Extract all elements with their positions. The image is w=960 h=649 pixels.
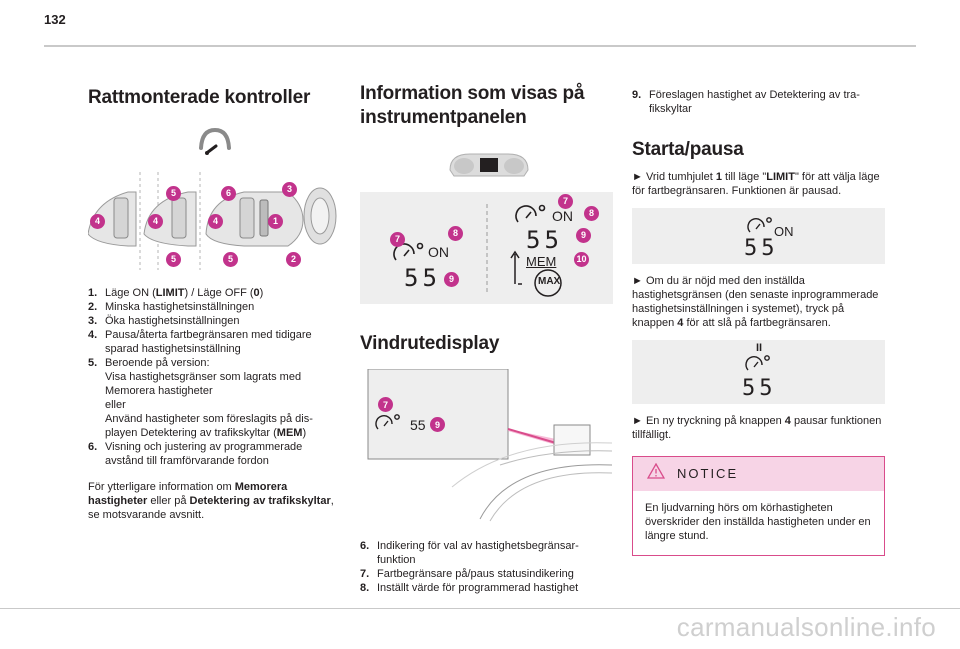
badge-4-b: 4 — [148, 213, 163, 229]
hud-speed: 55 — [410, 417, 426, 434]
right-column: 9. Föreslagen hastighet av Detektering a… — [632, 70, 887, 556]
fig1-speed: 55 — [744, 235, 779, 261]
list-item: 2. Minska hastighetsinställningen — [88, 300, 255, 313]
middle-column: Information som visas på instrumentpanel… — [360, 70, 615, 595]
list-item: 1. Läge ON (LIMIT) / Läge OFF (0) — [88, 286, 264, 299]
notice-text: En ljudvarning hörs om körhastigheten öv… — [645, 501, 871, 542]
watermark: carmanualsonline.info — [676, 612, 936, 642]
notice-title: NOTICE — [677, 466, 739, 482]
hud-badge-9: 9 — [430, 417, 445, 433]
section-heading-steering-controls: Rattmonterade kontroller — [88, 87, 311, 108]
badge-4-a: 4 — [90, 213, 105, 229]
steering-wheel-icon — [198, 126, 232, 156]
instrument-list: 6. Indikering för val av hastighetsbegrä… — [360, 539, 615, 595]
badge-6: 6 — [221, 185, 236, 201]
hud-figure: 55 7 9 — [360, 369, 615, 529]
list-item: 6. Visning och justering av programmerad… — [88, 440, 303, 467]
list-item: 6. Indikering för val av hastighetsbegrä… — [360, 540, 579, 567]
badge-7-right: 7 — [558, 193, 573, 209]
list-item: 8. Inställt värde för programmerad hasti… — [360, 582, 579, 595]
footer-rule — [0, 608, 960, 609]
panel-max: MAX — [538, 275, 561, 287]
list-item: 5. Beroende på version: Visa hastighetsg… — [88, 356, 313, 439]
badge-10-right: 10 — [574, 251, 589, 267]
instrument-panel-icon — [446, 148, 532, 180]
badge-8-right: 8 — [584, 205, 599, 221]
badge-4-c: 4 — [208, 213, 223, 229]
limiter-on-figure: ON 55 — [632, 207, 885, 264]
panel-on-left: ON — [428, 243, 449, 260]
left-column: Rattmonterade kontroller 4 4 4 5 5 5 — [87, 70, 338, 522]
instrument-panel-figure: ON 55 ON 55 MEM MAX 7 8 9 7 8 9 10 — [360, 191, 613, 304]
page-number: 132 — [44, 12, 66, 27]
badge-3: 3 — [282, 181, 297, 197]
fig1-on: ON — [774, 223, 794, 239]
list-item: 9. Föreslagen hastighet av Detektering a… — [632, 89, 860, 115]
list-item: 4. Pausa/återta fartbegränsaren med tidi… — [88, 328, 312, 355]
limiter-pause-figure: II 55 — [632, 339, 885, 404]
step-2-paragraph: ► Om du är nöjd med den inställda hastig… — [632, 274, 879, 329]
section-heading-hud: Vindrutedisplay — [360, 332, 500, 354]
badge-1: 1 — [268, 213, 283, 229]
badge-9-left: 9 — [444, 271, 459, 287]
section-heading-instrument-panel: Information som visas på instrumentpanel… — [360, 83, 585, 128]
panel-mem: MEM — [526, 253, 557, 269]
panel-speed-left: 55 — [404, 263, 441, 292]
fig2-pause: II — [756, 341, 763, 354]
more-info-paragraph: För ytterligare information om Memorera … — [88, 480, 334, 521]
step-1-paragraph: ► Vrid tumhjulet 1 till läge "LIMIT" för… — [632, 170, 880, 197]
steering-controls-figure: 4 4 4 5 5 5 6 3 1 2 — [87, 164, 338, 274]
fig2-speed: 55 — [742, 375, 777, 401]
item-9-list: 9. Föreslagen hastighet av Detektering a… — [632, 88, 887, 116]
notice-header: NOTICE — [633, 456, 884, 491]
list-item: 7. Fartbegränsare på/paus statusindikeri… — [360, 568, 574, 581]
panel-on-right: ON — [552, 207, 573, 224]
badge-2: 2 — [286, 251, 301, 267]
badge-7-left: 7 — [390, 231, 405, 247]
badge-5-b: 5 — [166, 251, 181, 267]
badge-5-a: 5 — [166, 185, 181, 201]
section-heading-start-pause: Starta/pausa — [632, 139, 744, 160]
notice-box: NOTICE En ljudvarning hörs om körhastigh… — [632, 455, 885, 556]
hud-badge-7: 7 — [378, 397, 393, 413]
steering-controls-list: 1. Läge ON (LIMIT) / Läge OFF (0) 2. Min… — [88, 286, 338, 468]
badge-5-c: 5 — [223, 251, 238, 267]
header-rule — [44, 45, 916, 47]
badge-9-right: 9 — [576, 227, 591, 243]
badge-8-left: 8 — [448, 225, 463, 241]
panel-speed-right: 55 — [526, 225, 563, 254]
step-3-paragraph: ► En ny tryckning på knappen 4 pausar fu… — [632, 414, 882, 441]
warning-triangle-icon — [646, 462, 666, 484]
list-item: 3. Öka hastighetsinställningen — [88, 314, 240, 327]
